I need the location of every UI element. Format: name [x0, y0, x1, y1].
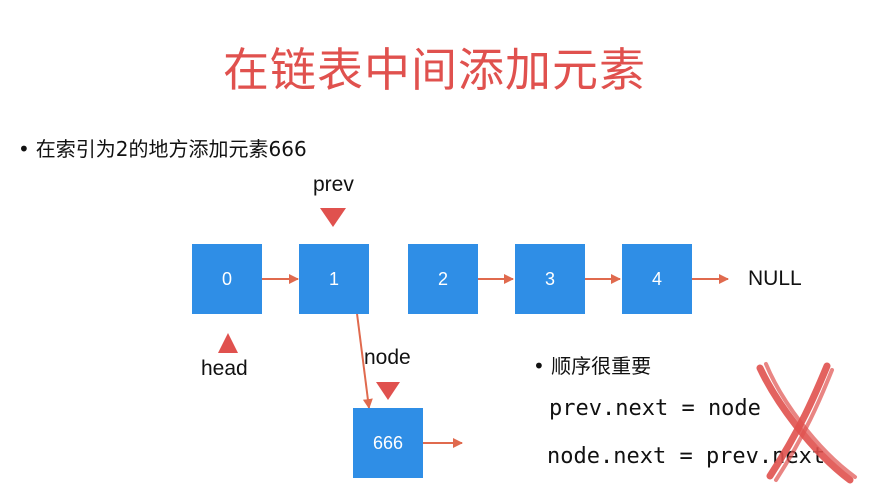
bullet-text: 在索引为2的地方添加元素666 — [35, 137, 307, 161]
head-marker — [218, 333, 238, 353]
bullet-point: •在索引为2的地方添加元素666 — [18, 133, 307, 162]
note-dot: • — [533, 354, 552, 378]
node-label: node — [364, 346, 411, 369]
list-node-0: 0 — [192, 244, 262, 314]
new-node-666: 666 — [353, 408, 423, 478]
prev-marker — [320, 208, 346, 227]
code-line-1: prev.next = node — [549, 396, 761, 421]
null-label: NULL — [748, 267, 802, 290]
list-node-2: 2 — [408, 244, 478, 314]
list-node-4: 4 — [622, 244, 692, 314]
slide-title: 在链表中间添加元素 — [223, 43, 646, 97]
list-node-1: 1 — [299, 244, 369, 314]
cross-stroke-2 — [766, 362, 831, 480]
head-label: head — [201, 357, 248, 380]
note-text: 顺序很重要 — [551, 354, 652, 378]
code-line-2: node.next = prev.next — [547, 444, 826, 469]
cross-stroke-2b — [774, 368, 834, 482]
node-marker — [376, 382, 400, 400]
prev-label: prev — [313, 173, 354, 196]
order-note: • 顺序很重要 — [533, 350, 651, 379]
bullet-dot: • — [18, 137, 30, 161]
cross-stroke-1 — [756, 364, 854, 484]
list-node-3: 3 — [515, 244, 585, 314]
